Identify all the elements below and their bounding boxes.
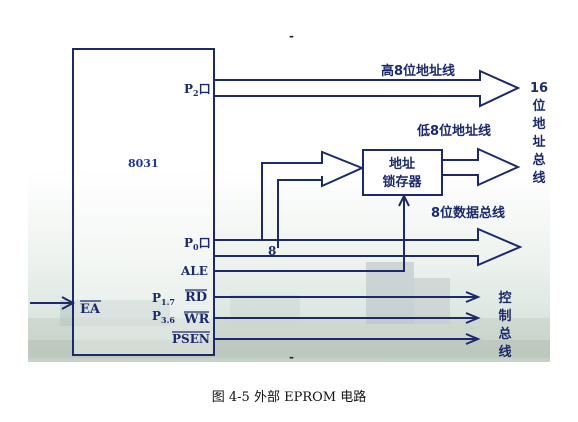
svg-text:址: 址	[532, 134, 545, 150]
svg-text:控: 控	[498, 290, 511, 306]
bus-width-label: 8	[268, 244, 276, 258]
svg-text:线: 线	[498, 344, 511, 360]
svg-text:地: 地	[532, 116, 545, 132]
data-bus-arrow	[262, 227, 523, 267]
chip-name: 8031	[128, 157, 159, 170]
chip-body	[72, 48, 215, 356]
top-marker: -	[289, 29, 294, 43]
svg-text:位: 位	[532, 98, 545, 114]
high-address-label: 高8位地址线	[381, 63, 455, 79]
control-lines	[214, 291, 481, 345]
svg-text:P2口: P2口	[184, 82, 211, 98]
bottom-marker: -	[289, 350, 294, 364]
pin-ale: ALE	[180, 264, 208, 278]
chip-8031: 8031	[72, 48, 215, 356]
ea-input-arrow	[30, 296, 76, 310]
svg-text:制: 制	[498, 308, 511, 324]
svg-text:P3.6: P3.6	[152, 309, 175, 325]
high-address-bus-arrow	[214, 69, 521, 108]
pin-psen: PSEN	[172, 331, 210, 346]
psen-label: PSEN	[172, 332, 210, 346]
ale-to-latch-line	[214, 198, 405, 272]
svg-text:16: 16	[530, 81, 548, 96]
data-bus-label: 8位数据总线	[431, 205, 505, 221]
low-address-bus-arrow	[442, 147, 521, 187]
latch-label-line2: 锁存器	[382, 174, 422, 190]
pin-p36-wr: P3.6 WR	[152, 309, 210, 327]
address-bus-vertical-label: 16 位 地 址 总 线	[530, 81, 548, 186]
svg-text:线: 线	[532, 170, 545, 186]
ea-label: EA	[80, 302, 101, 317]
wr-label: WR	[183, 312, 210, 327]
pin-ea: EA	[30, 296, 101, 317]
control-bus-vertical-label: 控 制 总 线	[498, 290, 511, 360]
low-address-label: 低8位地址线	[416, 123, 491, 139]
pin-p17-rd: P1.7 RD	[152, 289, 207, 307]
pin-p2: P2口	[184, 82, 211, 98]
pin-p0: P0口	[184, 236, 211, 252]
svg-text:P0口: P0口	[184, 236, 211, 252]
p0-bus-paths	[214, 147, 523, 272]
svg-text:总: 总	[532, 152, 545, 168]
svg-text:总: 总	[498, 326, 511, 342]
latch-label-line1: 地址	[389, 156, 415, 172]
rd-label: RD	[185, 290, 207, 305]
figure-caption: 图 4-5 外部 EPROM 电路	[211, 390, 367, 405]
svg-text:P1.7: P1.7	[152, 291, 175, 307]
address-latch: 地址 锁存器	[362, 149, 443, 196]
